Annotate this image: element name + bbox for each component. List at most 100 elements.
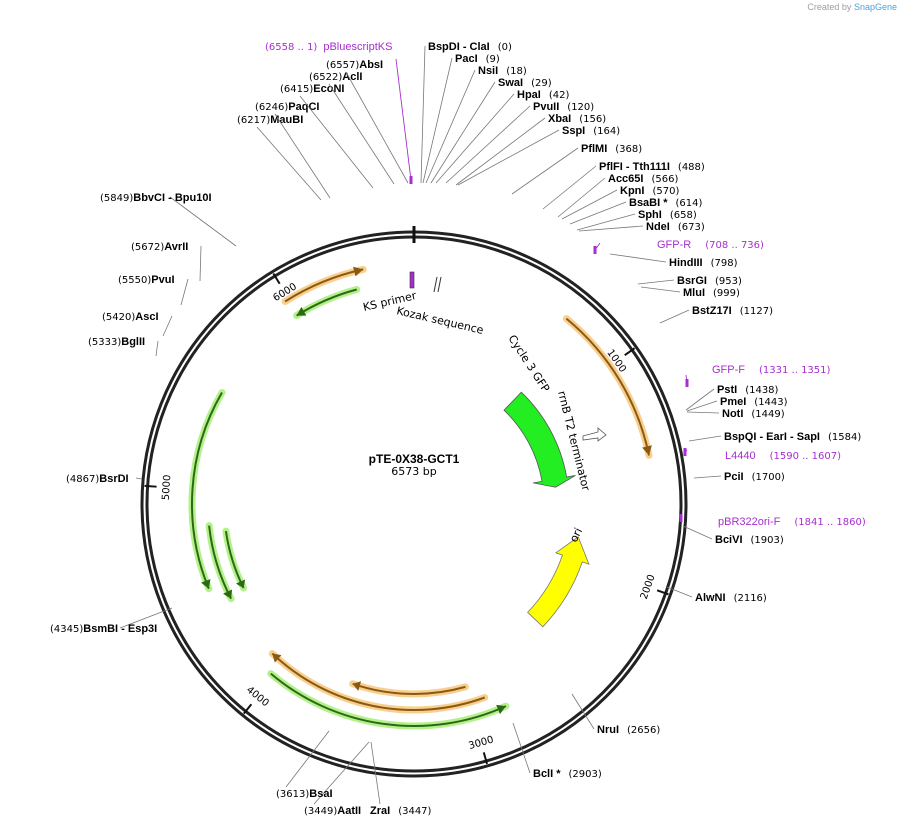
enzyme-site[interactable]: NsiI(18) <box>425 65 527 184</box>
terminator-feature-arrow <box>582 427 607 442</box>
enzyme-site[interactable]: (5420)AscI <box>102 311 173 337</box>
enzyme-leader <box>511 147 579 195</box>
primer-site[interactable]: (6558 .. 1)pBluescriptKS <box>265 41 413 184</box>
inner-arrow-head <box>296 306 307 316</box>
enzyme-site[interactable]: (4345)BsmBI - Esp3I <box>50 607 173 635</box>
enzyme-site[interactable]: (5333)BglII <box>88 336 159 357</box>
primer-leader <box>395 58 412 181</box>
enzyme-leader <box>542 165 597 210</box>
enzyme-label: PstI(1438) <box>717 384 779 396</box>
enzyme-site[interactable]: (3449)AatII <box>304 741 370 817</box>
enzyme-leader <box>328 83 395 185</box>
plasmid-name: pTE-0X38-GCT1 <box>369 452 460 466</box>
enzyme-leader <box>370 741 381 805</box>
enzyme-leader <box>135 477 143 480</box>
enzyme-leader <box>345 71 409 184</box>
enzyme-leader <box>685 388 715 411</box>
enzyme-leader <box>557 177 606 218</box>
enzyme-site[interactable]: SwaI(29) <box>430 77 552 184</box>
enzyme-site[interactable]: AlwNI(2116) <box>666 586 767 604</box>
enzyme-site[interactable]: PstI(1438) <box>685 384 779 411</box>
enzyme-leader <box>445 105 531 184</box>
inner-arrow-line <box>271 652 486 711</box>
tick-mark <box>656 589 669 596</box>
enzyme-leader <box>199 245 202 282</box>
enzyme-site[interactable]: PciI(1700) <box>693 471 785 483</box>
enzyme-site[interactable]: NotI(1449) <box>686 408 785 420</box>
backbone-ring <box>140 226 688 778</box>
enzyme-site[interactable]: (6246)PaqCI <box>255 101 331 199</box>
tick-mark <box>272 272 281 285</box>
enzyme-site[interactable]: NdeI(673) <box>578 221 705 233</box>
enzyme-label: (6246)PaqCI <box>255 101 319 113</box>
tick-label: 4000 <box>244 685 271 710</box>
enzyme-label: (5550)PvuI <box>118 274 175 286</box>
enzyme-site[interactable]: HindIII(798) <box>609 253 738 269</box>
enzyme-label: AlwNI(2116) <box>695 592 767 604</box>
enzyme-label: PflMI(368) <box>581 143 642 155</box>
inner-arrow-glow <box>222 527 248 592</box>
primer-mark <box>683 448 687 456</box>
enzyme-site[interactable]: Acc65I(566) <box>557 173 678 218</box>
enzyme-site[interactable]: (6415)EcoNI <box>280 83 374 189</box>
inner-arrow-head <box>352 681 362 691</box>
primer-site[interactable]: L4440(1590 .. 1607) <box>683 448 842 462</box>
enzyme-site[interactable]: BciVI(1903) <box>682 525 784 546</box>
primer-site[interactable]: pBR322ori-F(1841 .. 1860) <box>679 514 866 528</box>
inner-arrow-glow <box>281 265 367 305</box>
enzyme-site[interactable]: XbaI(156) <box>455 113 606 186</box>
enzyme-leader <box>169 196 237 247</box>
gfp-feature-label: Cycle 3 GFP <box>505 333 552 395</box>
enzyme-site[interactable]: BspDI - ClaI(0) <box>420 41 512 184</box>
enzyme-site[interactable]: SphI(658) <box>576 209 697 231</box>
ori-feature-label: ori <box>567 526 585 545</box>
primer-mark <box>593 246 597 254</box>
enzyme-site[interactable]: (5672)AvrII <box>131 241 202 282</box>
enzyme-leader <box>155 340 159 357</box>
enzyme-label: (5849)BbvCI - Bpu10I <box>100 192 212 204</box>
enzyme-label: HindIII(798) <box>669 257 738 269</box>
enzyme-leader <box>666 586 693 598</box>
enzyme-site[interactable]: (3613)BsaI <box>276 730 333 800</box>
enzyme-site[interactable]: PacI(9) <box>422 53 500 184</box>
enzyme-label: BsrGI(953) <box>677 275 742 287</box>
enzyme-site[interactable]: BsrGI(953) <box>637 275 742 287</box>
primer-mark <box>679 514 683 522</box>
enzyme-label: KpnI(570) <box>620 185 679 197</box>
enzyme-site[interactable]: BsaBI *(614) <box>569 197 703 225</box>
enzyme-label: BciVI(1903) <box>715 534 784 546</box>
primer-site[interactable]: GFP-F(1331 .. 1351) <box>685 364 831 387</box>
enzyme-site[interactable]: ZraI(3447) <box>370 741 432 817</box>
enzyme-site[interactable]: PvuII(120) <box>445 101 594 184</box>
enzyme-site[interactable]: (6217)MauBI <box>237 114 322 201</box>
enzyme-label: (6415)EcoNI <box>280 83 344 95</box>
enzyme-site[interactable]: (4867)BsrDI <box>66 473 143 485</box>
enzyme-label: NruI(2656) <box>597 724 660 736</box>
enzyme-site[interactable]: PflFI - Tth111I(488) <box>542 161 705 210</box>
kozak-feature-mark <box>433 276 438 293</box>
enzyme-site[interactable]: BspQI - EarI - SapI(1584) <box>688 431 861 443</box>
plasmid-length: 6573 bp <box>391 465 436 478</box>
enzyme-leader <box>686 400 718 412</box>
enzyme-label: (5672)AvrII <box>131 241 188 253</box>
enzyme-site[interactable]: (5849)BbvCI - Bpu10I <box>100 192 237 247</box>
enzyme-label: (5333)BglII <box>88 336 145 348</box>
enzyme-site[interactable]: SspI(164) <box>457 125 620 186</box>
enzyme-label: NotI(1449) <box>722 408 785 420</box>
enzyme-label: (6217)MauBI <box>237 114 303 126</box>
inner-arrow-line <box>565 317 650 456</box>
enzyme-site[interactable]: NruI(2656) <box>571 693 660 736</box>
primer-site[interactable]: GFP-R(708 .. 736) <box>593 239 765 254</box>
enzyme-site[interactable]: BstZ17I(1127) <box>659 305 773 324</box>
enzyme-site[interactable]: PflMI(368) <box>511 143 642 195</box>
inner-arrow-line <box>352 682 466 695</box>
enzyme-site[interactable]: HpaI(42) <box>435 89 569 184</box>
enzyme-site[interactable]: (5550)PvuI <box>118 274 189 306</box>
enzyme-site[interactable]: MluI(999) <box>640 286 740 299</box>
enzyme-site[interactable]: KpnI(570) <box>561 185 679 220</box>
enzyme-site[interactable]: (6557)AbsI <box>326 59 409 184</box>
enzyme-label: XbaI(156) <box>548 113 606 125</box>
enzyme-site[interactable]: PmeI(1443) <box>686 396 788 412</box>
enzyme-leader <box>682 525 713 540</box>
enzyme-site[interactable]: BclI *(2903) <box>512 722 602 780</box>
